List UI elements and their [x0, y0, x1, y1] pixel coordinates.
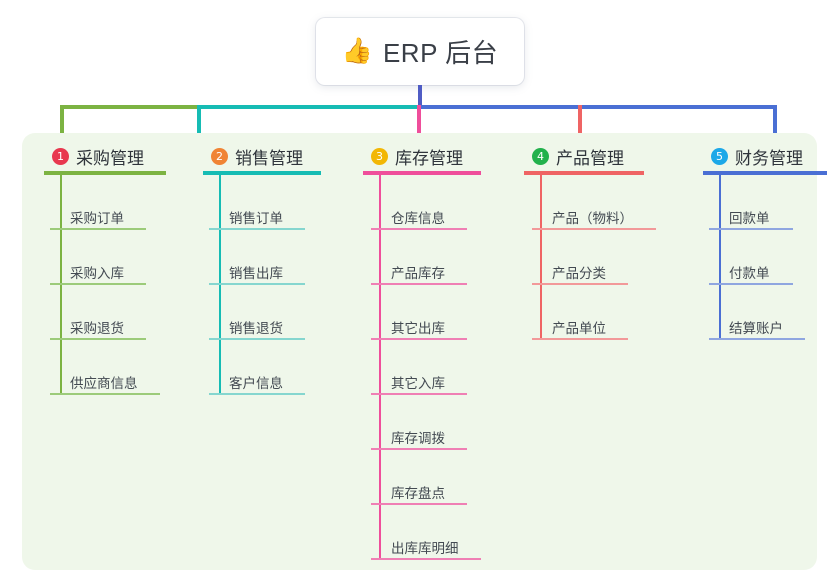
- leaf-node-label: 采购退货: [70, 321, 124, 336]
- branch-number-badge: 1: [52, 148, 69, 165]
- leaf-node-label: 产品（物料）: [552, 211, 633, 226]
- branch-header-underline: [363, 171, 481, 175]
- root-node-card[interactable]: 👍 ERP 后台: [316, 18, 524, 85]
- leaf-node-label: 结算账户: [729, 321, 783, 336]
- leaf-node-label: 客户信息: [229, 376, 283, 391]
- connector-drop-2: [197, 105, 201, 135]
- root-node-title: ERP 后台: [382, 38, 499, 68]
- leaf-node-underline: [532, 283, 628, 285]
- leaf-node-underline: [709, 283, 793, 285]
- branch-number-badge: 4: [532, 148, 549, 165]
- branch-number-badge: 2: [211, 148, 228, 165]
- leaf-node-underline: [709, 228, 793, 230]
- leaf-node-label: 出库库明细: [391, 541, 459, 556]
- leaf-node-label: 销售出库: [229, 266, 283, 281]
- leaf-node-underline: [709, 338, 805, 340]
- leaf-node-underline: [371, 558, 481, 560]
- connector-bar-segment-2: [199, 105, 419, 109]
- leaf-node-label: 产品单位: [552, 321, 606, 336]
- branch-header-underline: [703, 171, 827, 175]
- leaf-node-underline: [371, 503, 467, 505]
- connector-drop-3: [417, 105, 421, 135]
- connector-bar-segment-3: [419, 105, 777, 109]
- branch-title: 销售管理: [235, 149, 303, 168]
- root-stem-line: [418, 85, 422, 107]
- leaf-node-underline: [371, 283, 467, 285]
- leaf-node-underline: [50, 283, 146, 285]
- branch-header-3[interactable]: 3 库存管理: [371, 144, 463, 169]
- leaf-node-label: 其它入库: [391, 376, 445, 391]
- leaf-node-underline: [532, 338, 628, 340]
- leaf-node-label: 付款单: [729, 266, 770, 281]
- leaf-node-label: 采购订单: [70, 211, 124, 226]
- thumbs-up-emoji: 👍: [341, 37, 373, 65]
- leaf-node-underline: [532, 228, 656, 230]
- leaf-node-label: 产品库存: [391, 266, 445, 281]
- branch-header-2[interactable]: 2 销售管理: [211, 144, 303, 169]
- branch-header-underline: [203, 171, 321, 175]
- leaf-node-label: 回款单: [729, 211, 770, 226]
- branches-panel: 1 采购管理采购订单采购入库采购退货供应商信息 2 销售管理销售订单销售出库销售退货客…: [22, 133, 827, 570]
- branch-number-badge: 5: [711, 148, 728, 165]
- branch-title: 库存管理: [395, 149, 463, 168]
- branch-header-4[interactable]: 4 产品管理: [532, 144, 624, 169]
- leaf-node-underline: [50, 228, 146, 230]
- leaf-node-label: 供应商信息: [70, 376, 138, 391]
- connector-drop-4: [578, 105, 582, 135]
- leaf-node-label: 库存盘点: [391, 486, 445, 501]
- branch-header-1[interactable]: 1 采购管理: [52, 144, 144, 169]
- leaf-node-underline: [371, 448, 467, 450]
- leaf-node-underline: [371, 338, 467, 340]
- leaf-node-label: 库存调拨: [391, 431, 445, 446]
- leaf-node-label: 仓库信息: [391, 211, 445, 226]
- leaf-node-underline: [371, 228, 467, 230]
- leaf-node-label: 其它出库: [391, 321, 445, 336]
- leaf-node-underline: [50, 338, 146, 340]
- branch-trunk-line: [540, 173, 542, 338]
- branch-trunk-line: [719, 173, 721, 338]
- leaf-node-underline: [371, 393, 467, 395]
- leaf-node-underline: [209, 393, 305, 395]
- connector-bar-segment-1: [60, 105, 199, 109]
- leaf-node-underline: [209, 283, 305, 285]
- leaf-node-underline: [209, 338, 305, 340]
- leaf-node-label: 产品分类: [552, 266, 606, 281]
- leaf-node-underline: [209, 228, 305, 230]
- connector-drop-5: [773, 105, 777, 135]
- leaf-node-label: 采购入库: [70, 266, 124, 281]
- branch-title: 采购管理: [76, 149, 144, 168]
- leaf-node-label: 销售订单: [229, 211, 283, 226]
- branch-title: 财务管理: [735, 149, 803, 168]
- branch-title: 产品管理: [556, 149, 624, 168]
- branch-number-badge: 3: [371, 148, 388, 165]
- branch-header-5[interactable]: 5 财务管理: [711, 144, 803, 169]
- branch-header-underline: [524, 171, 644, 175]
- branch-header-underline: [44, 171, 166, 175]
- branch-trunk-line: [379, 173, 381, 558]
- leaf-node-underline: [50, 393, 160, 395]
- connector-drop-1: [60, 105, 64, 135]
- leaf-node-label: 销售退货: [229, 321, 283, 336]
